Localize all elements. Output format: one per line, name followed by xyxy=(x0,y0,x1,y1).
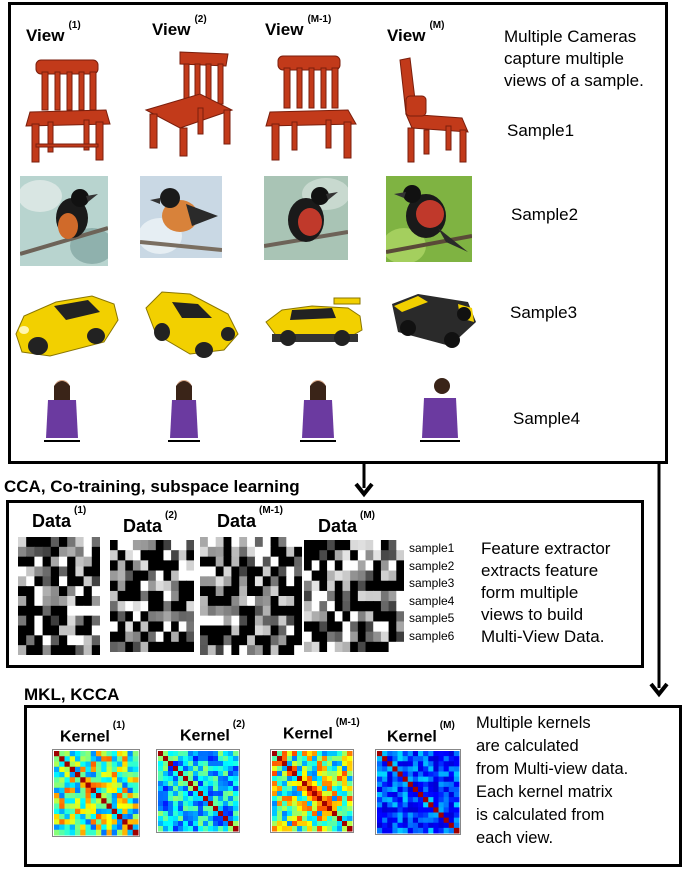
sample2-label: Sample2 xyxy=(511,205,579,224)
person-view-1-image xyxy=(40,378,84,444)
chair-view-m-1-image xyxy=(264,52,360,162)
view-header-m: View(M) xyxy=(387,20,445,45)
chair-view-m-image xyxy=(386,56,470,164)
sample4-label: Sample4 xyxy=(513,409,581,428)
data-matrix-m-1 xyxy=(200,537,302,655)
car-view-2-image xyxy=(142,284,242,364)
kernel-matrix-m xyxy=(375,749,461,835)
kernel-header-m: Kernel(M) xyxy=(387,720,455,746)
view-header-m-1: View(M-1) xyxy=(265,14,332,39)
bottom-section-title: MKL, KCCA xyxy=(24,685,120,704)
data-header-m-1: Data(M-1) xyxy=(217,505,283,531)
data-panel xyxy=(6,500,644,668)
sample1-label: Sample1 xyxy=(507,121,575,140)
arrow-views-to-data xyxy=(354,462,374,498)
car-view-1-image xyxy=(10,280,122,364)
kernel-matrix-m-1 xyxy=(270,749,354,833)
sample3-label: Sample3 xyxy=(510,303,578,322)
view-header-2: View(2) xyxy=(152,14,207,39)
data-matrix-1 xyxy=(18,537,100,655)
kernel-description: Multiple kernels are calculated from Mul… xyxy=(476,714,629,847)
kernel-header-2: Kernel(2) xyxy=(180,719,246,745)
bird-view-m-1-image xyxy=(264,176,348,260)
kernel-panel xyxy=(24,705,682,867)
kernel-matrix-1 xyxy=(52,749,140,837)
chair-view-2-image xyxy=(140,48,238,158)
person-view-m-1-image xyxy=(298,378,338,444)
person-view-m-image xyxy=(418,376,462,444)
car-view-m-1-image xyxy=(262,292,366,348)
car-view-m-image xyxy=(388,288,478,354)
feature-extractor-description: Feature extractor extracts feature form … xyxy=(481,539,611,646)
cameras-description: Multiple Cameras capture multiple views … xyxy=(504,27,644,90)
kernel-matrix-2 xyxy=(156,749,240,833)
view-header-1: View(1) xyxy=(26,20,81,45)
sample-row-labels: sample1 sample2 sample3 sample4 sample5 … xyxy=(409,541,455,643)
person-view-2-image xyxy=(164,378,204,444)
data-header-1: Data(1) xyxy=(32,505,87,531)
kernel-header-m-1: Kernel(M-1) xyxy=(283,717,360,743)
views-panel xyxy=(8,2,668,464)
data-header-m: Data(M) xyxy=(318,510,376,536)
data-matrix-m xyxy=(304,540,404,652)
data-matrix-2 xyxy=(110,540,194,652)
bird-view-m-image xyxy=(386,176,472,262)
middle-section-title: CCA, Co-training, subspace learning xyxy=(4,477,300,496)
kernel-header-1: Kernel(1) xyxy=(60,720,126,746)
bird-view-1-image xyxy=(20,176,108,266)
chair-view-1-image xyxy=(22,56,114,164)
bird-view-2-image xyxy=(140,176,222,258)
arrow-views-to-kernels xyxy=(649,462,669,698)
data-header-2: Data(2) xyxy=(123,510,178,536)
